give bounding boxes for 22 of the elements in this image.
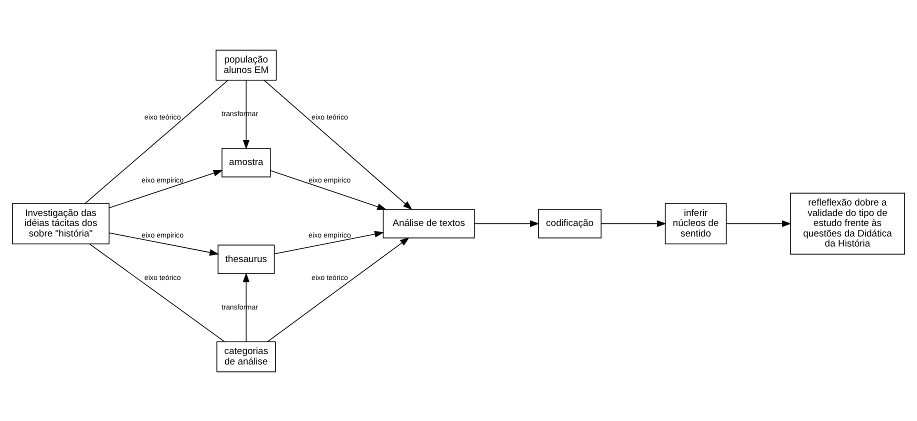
arrow: [726, 220, 792, 226]
node-box: categorias de análise: [216, 340, 276, 372]
arrow: [108, 169, 223, 208]
node-box: thesaurus: [218, 244, 275, 274]
arrow: [264, 80, 412, 210]
arrow: [274, 230, 384, 254]
arrow: [270, 170, 387, 210]
node-box: codificação: [538, 208, 602, 238]
node-box: Investigação das idéias tácitas dos sobre "história": [12, 202, 110, 244]
node-box: amostra: [222, 148, 271, 177]
node-box: inferir núcleos de sentido: [664, 202, 727, 244]
connector: [84, 79, 228, 204]
connector: [89, 243, 225, 342]
arrow: [474, 220, 540, 226]
node-box: população alunos EM: [216, 49, 277, 80]
arrow: [242, 79, 250, 149]
arrow: [242, 272, 250, 342]
arrow: [267, 236, 410, 342]
node-box: Análise de textos: [382, 208, 475, 238]
arrow: [108, 232, 220, 256]
arrow: [600, 220, 666, 226]
node-box: refleflexão dobre a validade do tipo de estudo frente às questões da Didática da História: [790, 192, 905, 254]
